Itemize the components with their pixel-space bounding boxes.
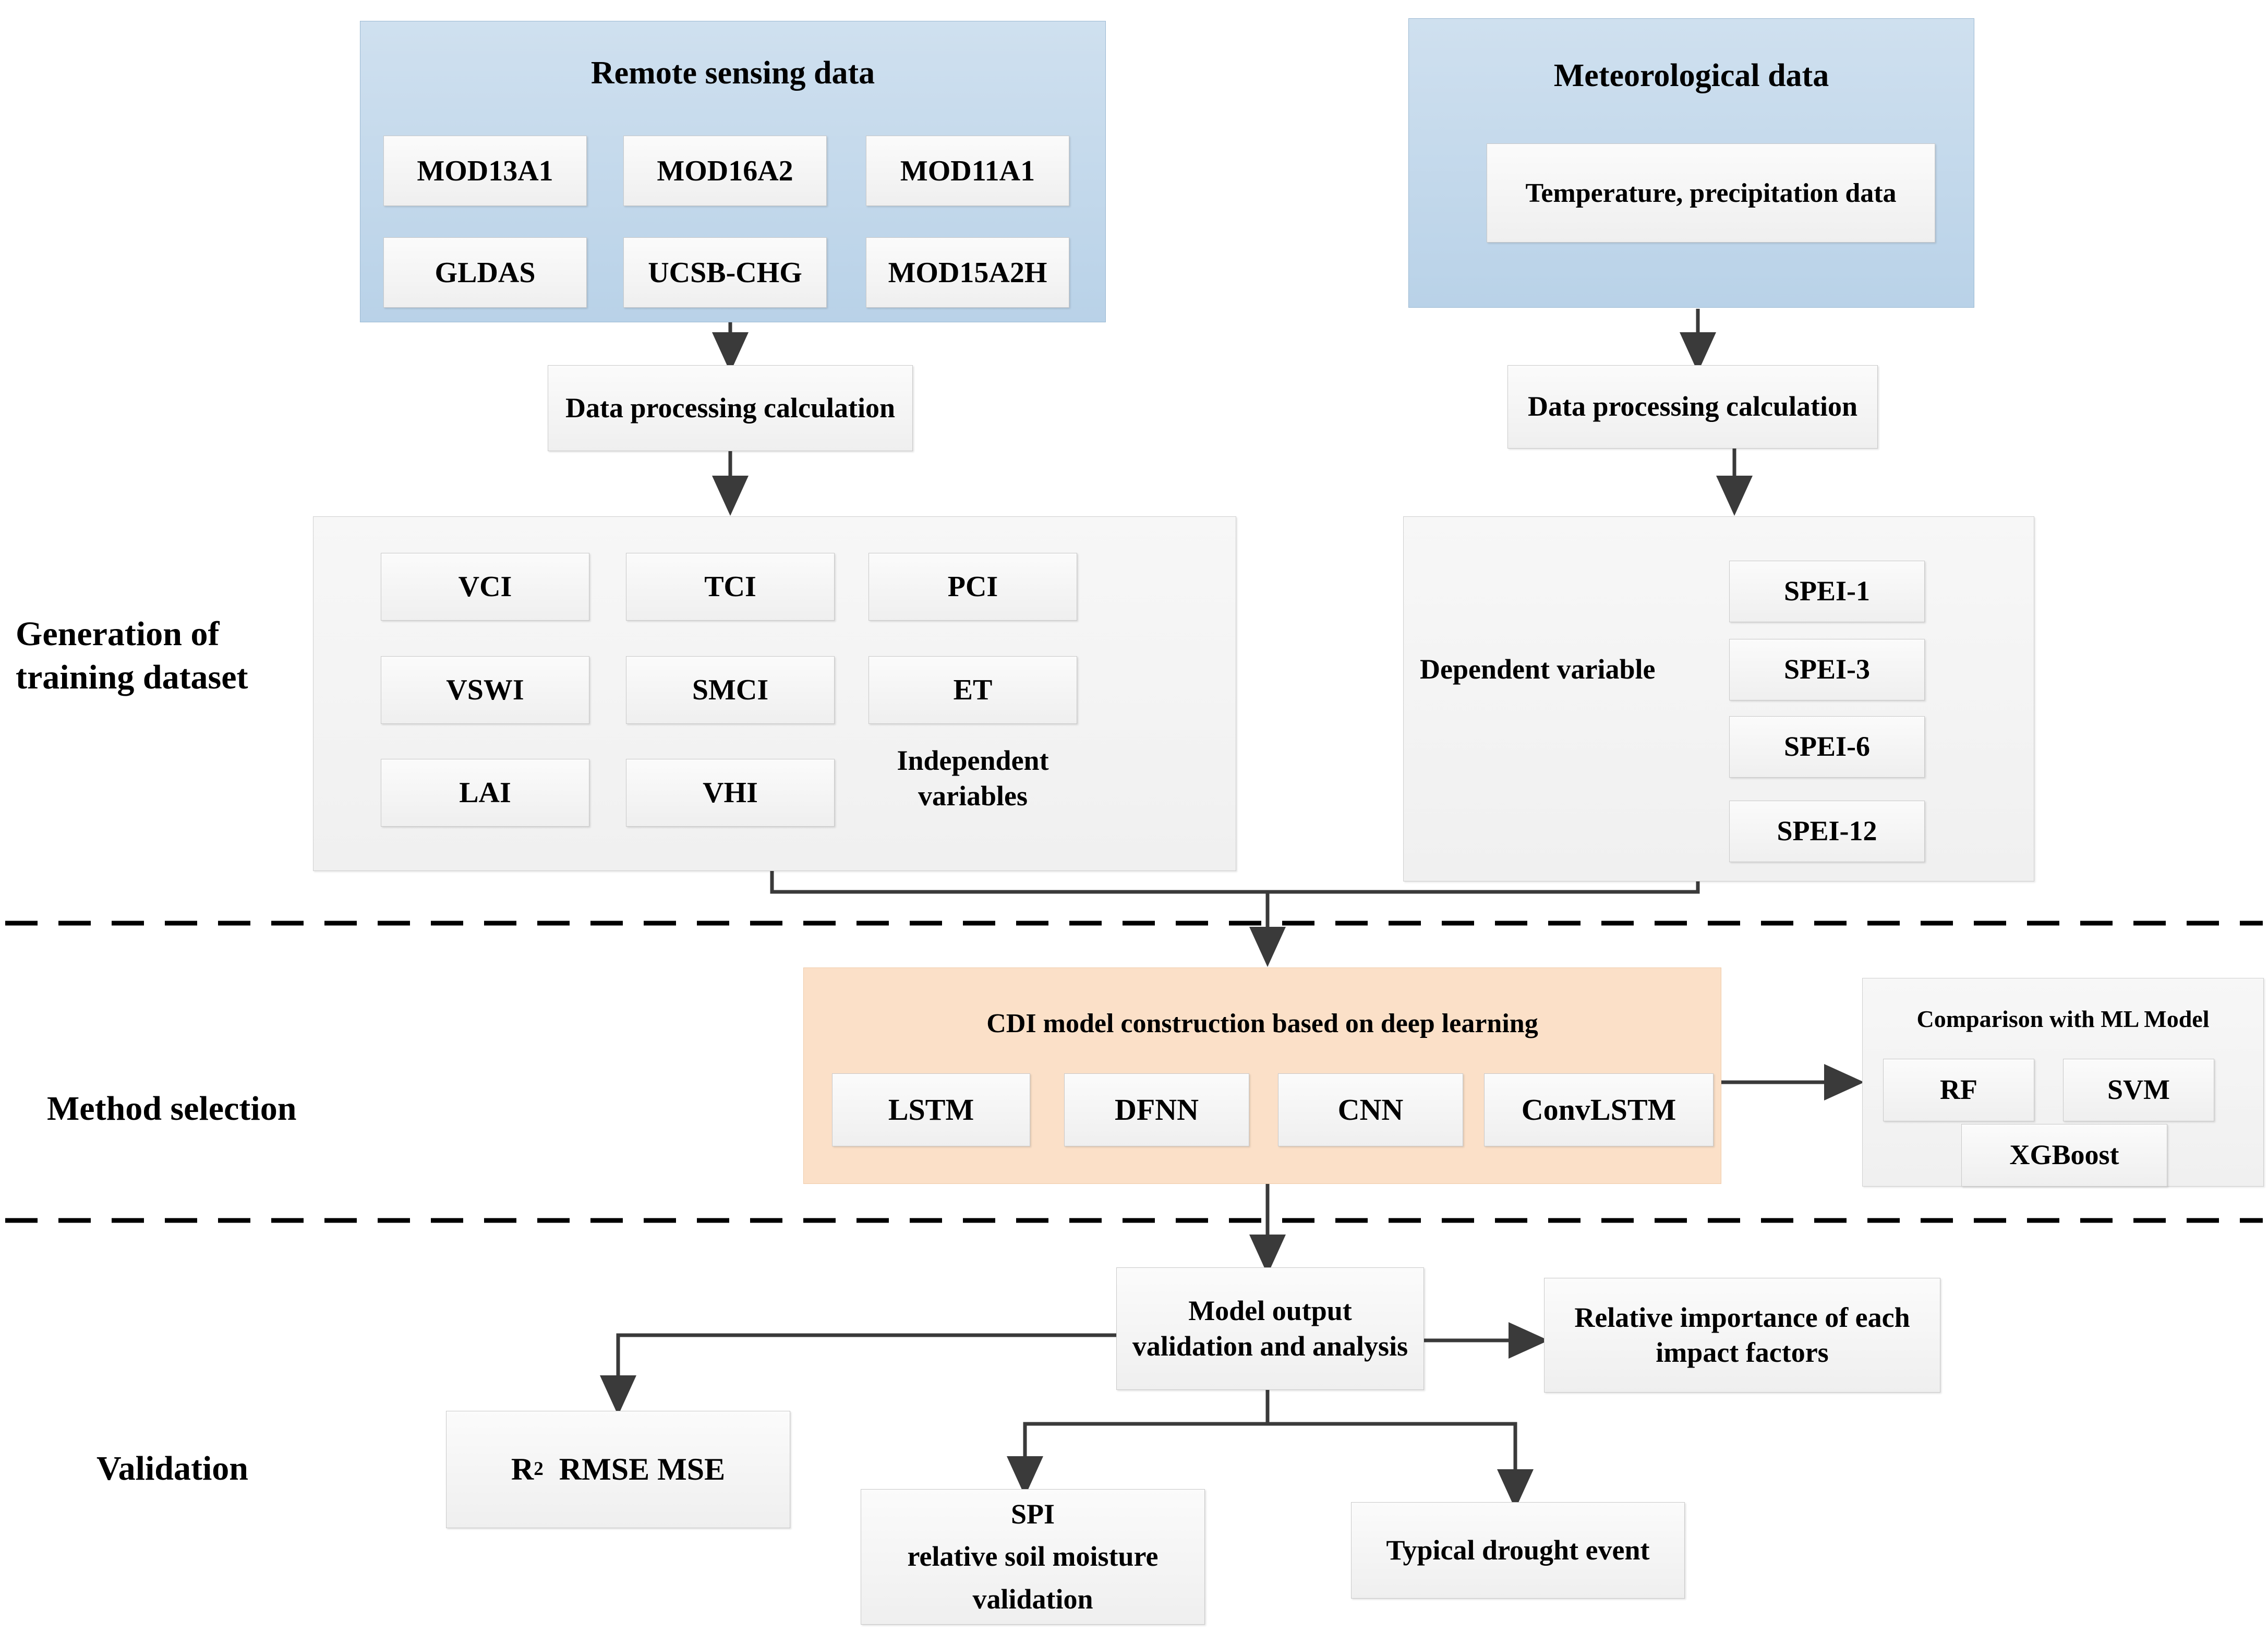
meteo-item-temp-precip[interactable]: Temperature, precipitation data [1487, 143, 1935, 243]
independent-item-vhi[interactable]: VHI [626, 759, 835, 827]
ml-model-rf[interactable]: RF [1883, 1059, 2034, 1121]
model-output-box[interactable]: Model output validation and analysis [1116, 1267, 1424, 1390]
stage-label-generation: Generation of training dataset [16, 615, 248, 696]
dependent-variable-panel [1403, 516, 2034, 881]
arrow-dependent-to-merge [1268, 881, 1700, 894]
independent-item-vci[interactable]: VCI [381, 553, 589, 621]
spei-item-3[interactable]: SPEI-3 [1729, 639, 1925, 700]
remote-item-mod16a2[interactable]: MOD16A2 [623, 136, 827, 206]
remote-sensing-title: Remote sensing data [590, 55, 875, 91]
metrics-r2-label: R [511, 1452, 534, 1486]
dl-model-dfnn[interactable]: DFNN [1064, 1073, 1249, 1146]
dl-model-lstm[interactable]: LSTM [832, 1073, 1030, 1146]
cdi-model-title: CDI model construction based on deep lea… [986, 1009, 1538, 1038]
ml-model-xgboost[interactable]: XGBoost [1961, 1124, 2167, 1187]
spei-item-6[interactable]: SPEI-6 [1729, 716, 1925, 778]
data-processing-right[interactable]: Data processing calculation [1507, 365, 1878, 449]
spei-item-12[interactable]: SPEI-12 [1729, 801, 1925, 862]
remote-item-mod11a1[interactable]: MOD11A1 [866, 136, 1069, 206]
metrics-rest-label: RMSE MSE [559, 1452, 726, 1486]
spei-item-1[interactable]: SPEI-1 [1729, 561, 1925, 622]
arrow-independent-to-cdi [770, 871, 1286, 967]
remote-item-mod15a2h[interactable]: MOD15A2H [866, 237, 1069, 308]
data-processing-left[interactable]: Data processing calculation [548, 365, 913, 451]
independent-variables-label: Independent variables [897, 745, 1049, 812]
spi-validation-line2: relative soil moisture [907, 1541, 1159, 1572]
spi-validation-line3: validation [972, 1583, 1093, 1615]
remote-item-mod13a1[interactable]: MOD13A1 [383, 136, 587, 206]
remote-item-gldas[interactable]: GLDAS [383, 237, 587, 308]
stage-label-method: Method selection [47, 1090, 297, 1128]
spi-validation-line1: SPI [1010, 1498, 1055, 1530]
remote-item-ucsb-chg[interactable]: UCSB-CHG [623, 237, 827, 308]
independent-item-et[interactable]: ET [868, 656, 1077, 724]
arrow-output-to-metrics [600, 1333, 1124, 1416]
meteorological-title: Meteorological data [1553, 58, 1829, 93]
typical-drought-event-box[interactable]: Typical drought event [1351, 1502, 1685, 1599]
independent-item-vswi[interactable]: VSWI [381, 656, 589, 724]
arrow-output-to-spi [1007, 1387, 1270, 1496]
ml-model-svm[interactable]: SVM [2063, 1059, 2214, 1121]
independent-item-lai[interactable]: LAI [381, 759, 589, 827]
independent-item-tci[interactable]: TCI [626, 553, 835, 621]
dl-model-convlstm[interactable]: ConvLSTM [1484, 1073, 1714, 1146]
relative-importance-box[interactable]: Relative importance of each impact facto… [1544, 1278, 1940, 1393]
metrics-r2-superscript: 2 [534, 1458, 544, 1480]
dependent-variable-label: Dependent variable [1420, 654, 1656, 685]
dl-model-cnn[interactable]: CNN [1278, 1073, 1463, 1146]
stage-label-validation: Validation [96, 1449, 249, 1487]
arrow-output-to-typical [1268, 1422, 1534, 1509]
independent-item-pci[interactable]: PCI [868, 553, 1077, 621]
spi-validation-box[interactable]: SPI relative soil moisture validation [861, 1489, 1205, 1625]
independent-item-smci[interactable]: SMCI [626, 656, 835, 724]
ml-comparison-title: Comparison with ML Model [1916, 1006, 2210, 1032]
